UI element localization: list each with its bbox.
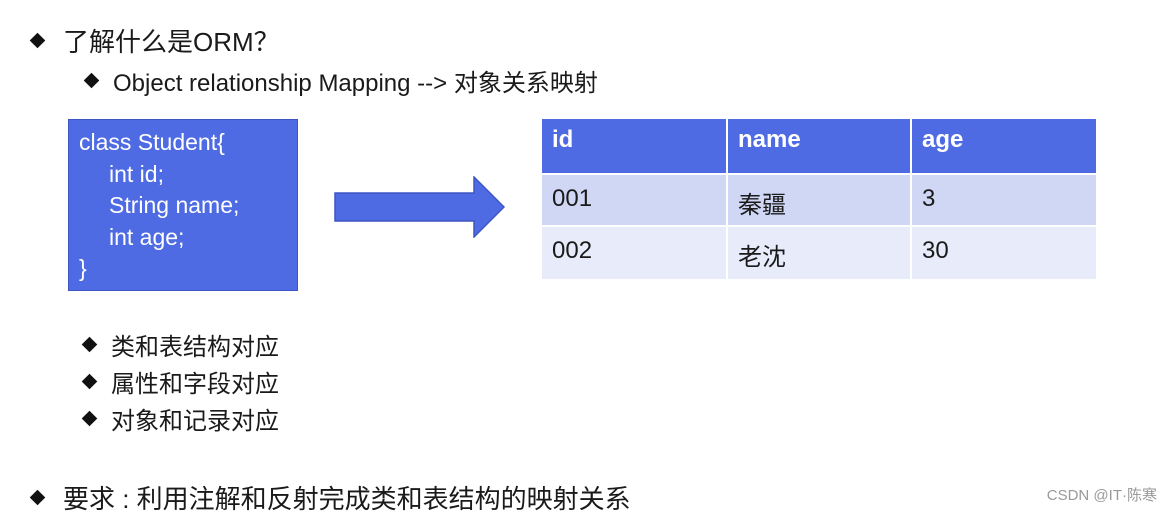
table-row: 002 老沈 30 [542, 227, 1096, 279]
code-line: int id; [109, 160, 164, 187]
mapping-points-list: 类和表结构对应 属性和字段对应 对象和记录对应 [81, 326, 279, 437]
table-header-row: id name age [542, 119, 1096, 175]
point-text: 类和表结构对应 [111, 334, 279, 361]
point-text: 对象和记录对应 [111, 408, 279, 435]
diamond-bullet-icon [29, 32, 46, 49]
list-item: 属性和字段对应 [81, 363, 279, 400]
title-bullet-line: 了解什么是ORM？ [29, 22, 280, 59]
diamond-bullet-icon [81, 336, 98, 353]
orm-definition: Object relationship Mapping --> 对象关系映射 [113, 70, 598, 97]
class-code-box: class Student{ int id; String name; int … [68, 119, 298, 291]
code-line: int age; [109, 223, 185, 250]
table-cell: 002 [542, 227, 726, 279]
table-cell: 30 [910, 227, 1096, 279]
table-row: 001 秦疆 3 [542, 175, 1096, 227]
code-line: class Student{ [79, 129, 225, 155]
list-item: 对象和记录对应 [81, 400, 279, 437]
table-cell: 秦疆 [726, 175, 910, 227]
column-header-id: id [542, 119, 726, 175]
diamond-bullet-icon [81, 410, 98, 427]
diamond-bullet-icon [29, 489, 46, 506]
column-header-age: age [910, 119, 1096, 175]
point-text: 属性和字段对应 [111, 371, 279, 398]
mapping-table: id name age 001 秦疆 3 002 老沈 30 [542, 119, 1096, 279]
list-item: 类和表结构对应 [81, 326, 279, 363]
subtitle-bullet-line: Object relationship Mapping --> 对象关系映射 [83, 63, 598, 98]
right-arrow-icon [334, 176, 506, 238]
diamond-bullet-icon [81, 373, 98, 390]
slide-title: 了解什么是ORM？ [63, 27, 280, 57]
column-header-name: name [726, 119, 910, 175]
watermark: CSDN @IT·陈寒 [1046, 487, 1157, 504]
table-cell: 001 [542, 175, 726, 227]
code-line: } [79, 255, 87, 281]
requirement-bullet-line: 要求 : 利用注解和反射完成类和表结构的映射关系 [29, 479, 631, 516]
code-line: String name; [109, 192, 240, 218]
requirement-text: 要求 : 利用注解和反射完成类和表结构的映射关系 [63, 484, 631, 514]
table-cell: 3 [910, 175, 1096, 227]
table-cell: 老沈 [726, 227, 910, 279]
diamond-bullet-icon [83, 72, 100, 89]
